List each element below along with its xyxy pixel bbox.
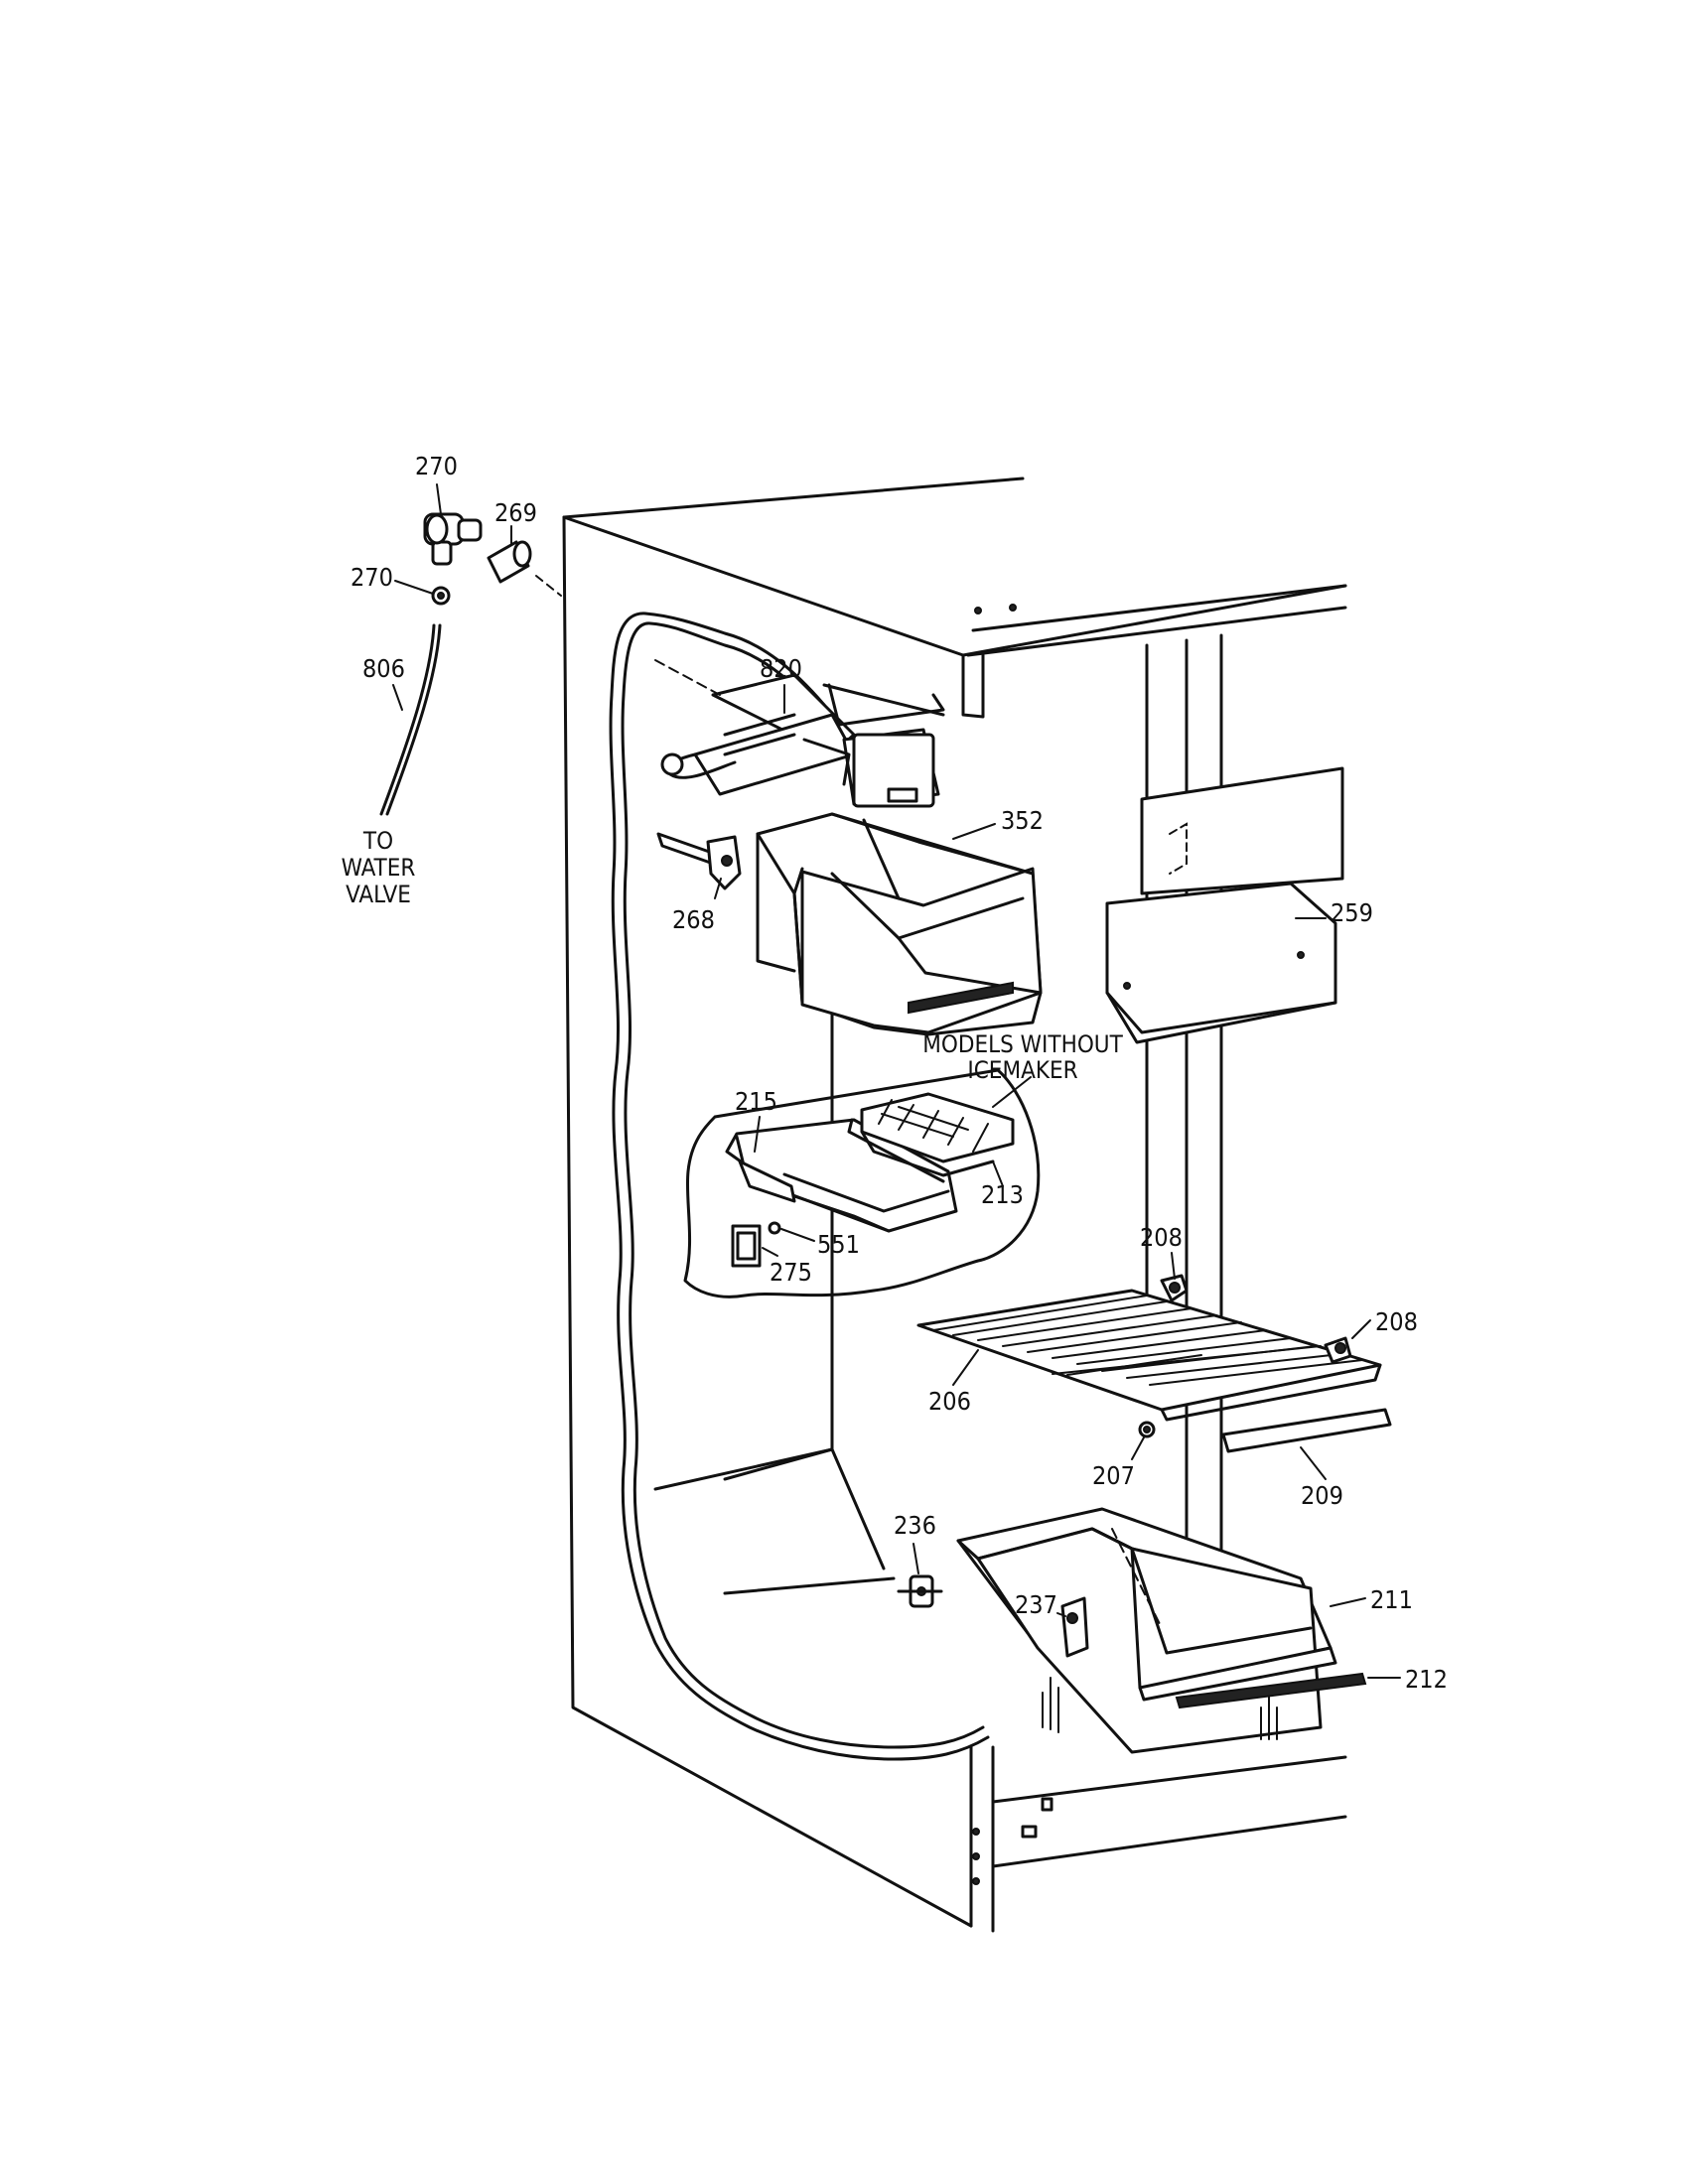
ice-bucket-352: [756, 812, 1043, 1036]
label-236: 236: [894, 1511, 936, 1540]
label-259: 259: [1331, 898, 1373, 927]
label-268: 268: [672, 905, 715, 934]
note-water: WATER: [342, 854, 416, 882]
bracket-236: [897, 1574, 943, 1608]
label-213: 213: [981, 1180, 1024, 1209]
label-208-left: 208: [1140, 1223, 1183, 1252]
label-237: 237: [1015, 1590, 1057, 1619]
shelf-trim-209: [1221, 1408, 1392, 1453]
shelf-wires: [932, 1295, 1363, 1386]
label-551: 551: [817, 1230, 860, 1259]
label-206: 206: [928, 1387, 971, 1416]
label-209: 209: [1301, 1481, 1343, 1510]
water-inlet-assembly: [379, 512, 562, 816]
label-269: 269: [494, 498, 537, 527]
icemaker-820: [654, 659, 945, 808]
clip-208-left: [1160, 1274, 1189, 1302]
slide-237: [1060, 1596, 1089, 1658]
part-275: [731, 1224, 762, 1268]
bolt-207: [1138, 1421, 1156, 1438]
clip-208-right: [1324, 1336, 1352, 1364]
label-207: 207: [1092, 1461, 1135, 1490]
note-models-without-icemaker: MODELS WITHOUT ICEMAKER: [922, 1030, 1123, 1084]
note-icemaker: ICEMAKER: [967, 1056, 1077, 1084]
water-tube-806: [379, 623, 442, 816]
note-to: TO: [362, 827, 393, 855]
label-275: 275: [770, 1258, 812, 1287]
fill-tube-elbow-270: [423, 512, 483, 566]
label-806: 806: [362, 654, 405, 683]
nut-270: [431, 586, 451, 606]
models-without-icemaker-inset: [683, 1068, 1041, 1298]
label-270-top: 270: [415, 452, 458, 480]
label-820: 820: [760, 654, 802, 683]
label-352: 352: [1001, 806, 1044, 835]
note-models-without: MODELS WITHOUT: [922, 1030, 1123, 1058]
ice-tray-213: [860, 1092, 1015, 1177]
cover-259: [1105, 766, 1344, 1044]
liner-cutaway: [609, 612, 990, 1761]
label-211: 211: [1370, 1585, 1413, 1614]
fill-tube-269: [487, 540, 532, 584]
part-268: [656, 832, 742, 890]
note-to-water-valve: TO WATER VALVE: [342, 827, 416, 908]
drawer-hatching: [1042, 1677, 1278, 1740]
screw-551: [768, 1221, 781, 1235]
label-208-right: 208: [1375, 1307, 1418, 1336]
label-212: 212: [1405, 1665, 1448, 1694]
drawer-211: [956, 1507, 1337, 1754]
label-270-nut: 270: [351, 563, 393, 592]
leader-lines: [392, 483, 1401, 1679]
label-215: 215: [735, 1087, 777, 1116]
part-labels: 270 269 270 806 820 352 268 259 215 213 …: [351, 452, 1448, 1694]
note-valve: VALVE: [346, 881, 411, 908]
drawer-trim-212: [1175, 1672, 1367, 1709]
wire-shelf-206: [916, 1274, 1392, 1453]
